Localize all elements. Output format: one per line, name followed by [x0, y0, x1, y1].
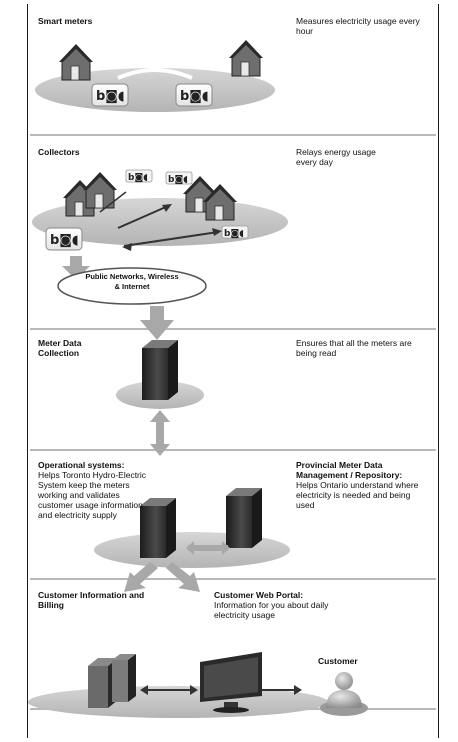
public-network-label: Public Networks, Wireless & Internet: [85, 272, 179, 291]
section-divider: [30, 134, 436, 136]
server-icon: [226, 488, 262, 548]
collectors-title: Collectors: [38, 147, 80, 157]
house-icon: [228, 39, 264, 77]
house-icon: [58, 43, 94, 81]
down-arrow: [124, 562, 158, 592]
provincial-repository-block: Provincial Meter Data Management / Repos…: [296, 460, 426, 510]
customer-icon: [320, 672, 368, 716]
server-icon: [142, 340, 178, 400]
customer-label: Customer: [318, 656, 358, 666]
provincial-repository-description: Helps Ontario understand where electrici…: [296, 480, 419, 510]
down-arrow: [62, 256, 90, 280]
collector-device-icon: [165, 171, 193, 186]
public-network-oval: [57, 267, 207, 305]
operational-systems-block: Operational systems: Helps Toronto Hydro…: [38, 460, 148, 520]
mdc-title: Meter Data Collection: [38, 338, 82, 358]
smart-meters-title: Smart meters: [38, 16, 93, 26]
diagram-frame: [27, 4, 439, 738]
section-divider: [30, 449, 436, 451]
customer-portal-description: Information for you about daily electric…: [214, 600, 329, 620]
section-divider: [30, 578, 436, 580]
smart-meter-icon: [91, 83, 129, 107]
operational-systems-description: Helps Toronto Hydro-Electric System keep…: [38, 470, 147, 520]
customer-portal-block: Customer Web Portal: Information for you…: [214, 590, 344, 620]
smart-meter-icon: [175, 83, 213, 107]
section-divider: [30, 328, 436, 330]
customer-portal-title: Customer Web Portal:: [214, 590, 304, 600]
smart-meters-description: Measures electricity usage every hour: [296, 16, 420, 36]
monitor-icon: [200, 652, 262, 713]
down-arrow: [166, 562, 200, 592]
relay-arrow: [117, 205, 169, 229]
down-arrow: [140, 306, 174, 340]
provincial-repository-title: Provincial Meter Data Management / Repos…: [296, 460, 403, 480]
mdc-description: Ensures that all the meters are being re…: [296, 338, 412, 358]
collector-device-icon: [221, 225, 249, 240]
collector-device-icon: [45, 227, 83, 251]
operational-systems-title: Operational systems:: [38, 460, 125, 470]
customer-billing-title: Customer Information and Billing: [38, 590, 145, 610]
double-arrow: [150, 410, 170, 456]
relay-arrow: [123, 231, 219, 247]
collector-device-icon: [125, 169, 153, 184]
billing-server-icon: [88, 666, 108, 708]
collectors-description: Relays energy usage every day: [296, 147, 376, 167]
